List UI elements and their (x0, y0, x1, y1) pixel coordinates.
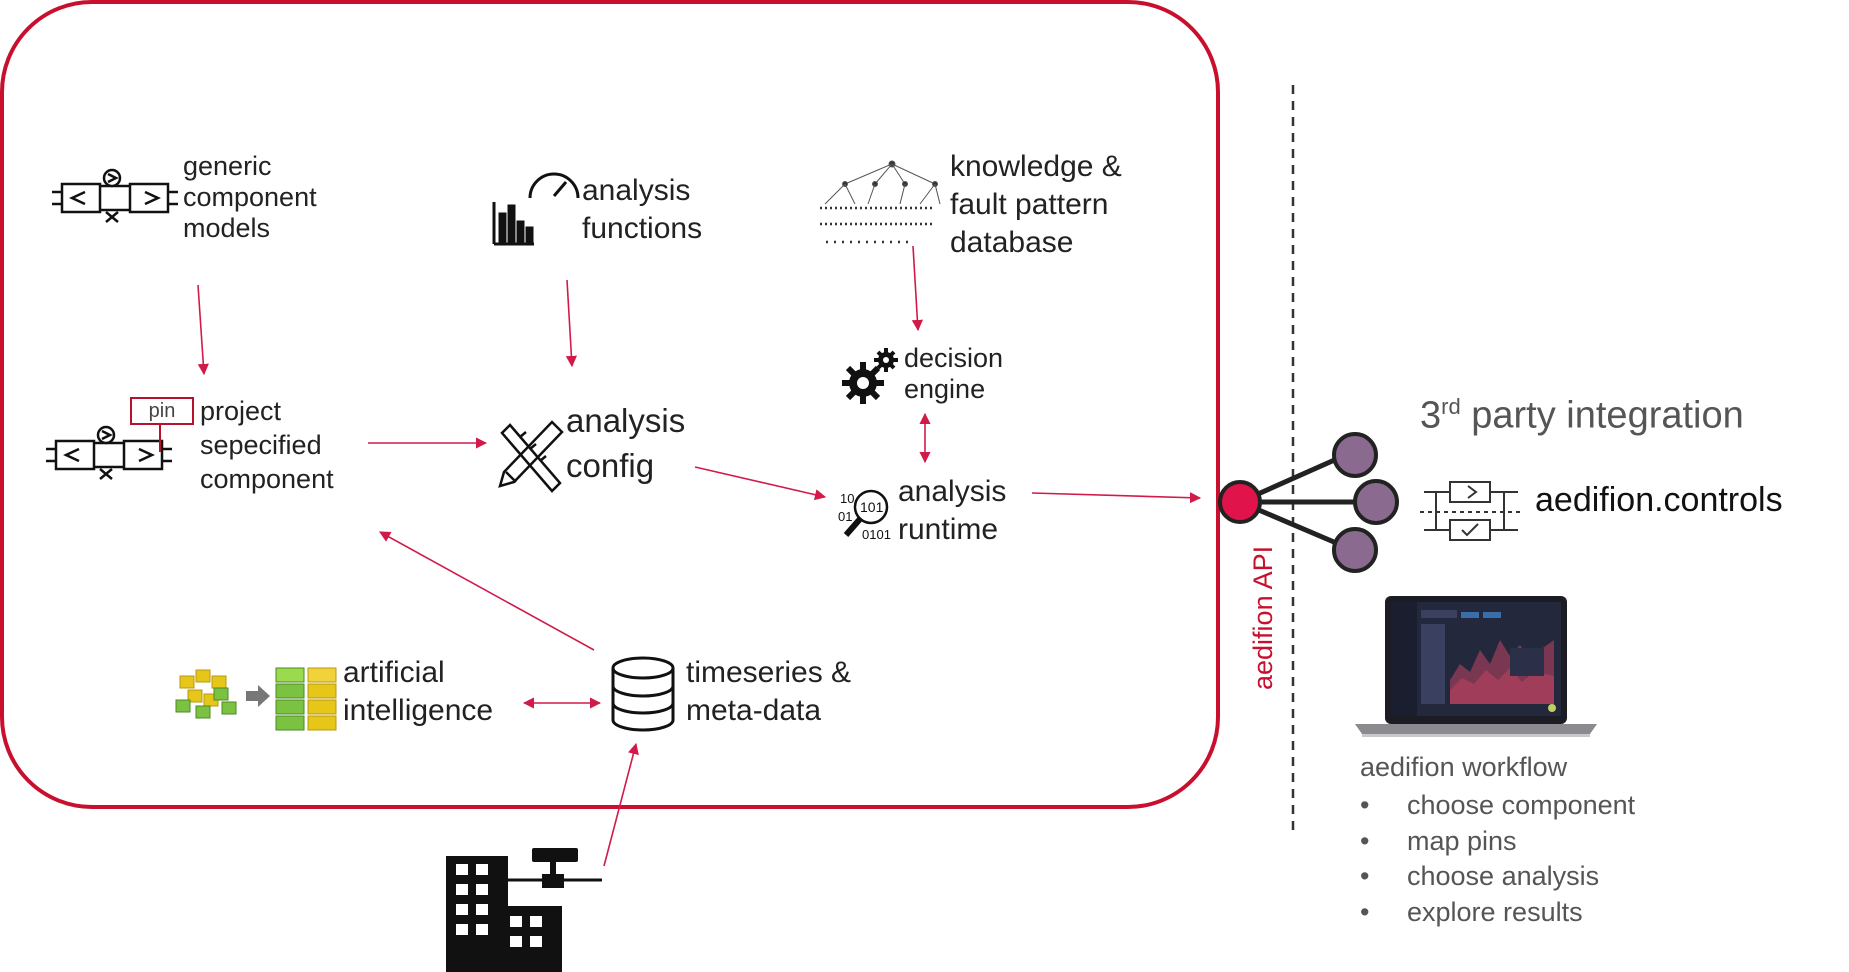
analysis-runtime-label-2: runtime (898, 513, 999, 546)
workflow-step: explore results (1407, 896, 1583, 927)
list-item: • choose component (1360, 788, 1635, 824)
knowledge-db-label-2: fault pattern (950, 188, 1109, 221)
workflow-step: choose analysis (1407, 861, 1600, 891)
workflow-step: choose component (1407, 790, 1636, 820)
api-node-3 (1332, 527, 1378, 573)
analysis-runtime-label-1: analysis (898, 475, 1007, 508)
arrow-config-to-runtime (694, 466, 827, 501)
list-item: • map pins (1360, 824, 1635, 860)
runtime-bit: 0101 (862, 527, 891, 542)
project-component-label-2: sepecified (200, 430, 322, 460)
analysis-config-label-1: analysis (566, 402, 686, 439)
api-label: aedifion API (1248, 545, 1278, 690)
timeseries-label-2: meta-data (686, 694, 822, 727)
runtime-bit: 10 (840, 491, 854, 506)
building-icon (446, 848, 602, 972)
bullet: • (1360, 861, 1370, 891)
bullet: • (1360, 896, 1370, 927)
arrow-functions-to-config (565, 279, 578, 368)
flow-arrows (197, 245, 1202, 867)
generic-models-label-1: generic (183, 151, 272, 181)
generic-models-label-2: component (183, 182, 317, 212)
api-node-2 (1353, 479, 1399, 525)
api-connector (1218, 432, 1399, 573)
knowledge-db-label-3: database (950, 226, 1074, 259)
timeseries-label-1: timeseries & (686, 656, 852, 689)
arrow-building-to-timeseries (603, 742, 639, 867)
analysis-config-label-2: config (566, 447, 655, 484)
decision-engine-label-2: engine (904, 374, 986, 404)
third-party-prefix: 3 (1420, 394, 1442, 437)
ai-label-2: intelligence (343, 694, 494, 727)
analysis-functions-label-2: functions (582, 212, 703, 245)
knowledge-tree-icon (820, 160, 941, 244)
api-hub-node (1218, 480, 1262, 524)
component-model-icon (52, 168, 178, 223)
third-party-sup: rd (1441, 394, 1461, 419)
workflow-title: aedifion workflow (1360, 752, 1568, 782)
project-component-label-1: project (200, 396, 282, 426)
database-icon (611, 656, 675, 732)
runtime-bit: 101 (860, 499, 884, 515)
workflow-step: map pins (1407, 825, 1517, 856)
third-party-rest: party integration (1460, 394, 1744, 437)
gauge-chart-icon (492, 172, 580, 246)
controls-label: aedifion.controls (1535, 481, 1783, 519)
pencil-ruler-icon (498, 420, 564, 493)
project-component-label-3: component (200, 464, 334, 494)
ai-cubes-icon (175, 667, 337, 731)
arrow-db-to-decision (911, 245, 923, 332)
gears-icon (842, 348, 898, 404)
runtime-bit: 01 (838, 509, 852, 524)
platform-boundary (0, 0, 1220, 809)
binary-magnifier-icon (843, 489, 889, 537)
controls-schematic-icon (1420, 481, 1522, 541)
arrow-models-to-project (197, 284, 209, 376)
project-component-icon (46, 425, 172, 480)
pin-box: pin (130, 397, 194, 425)
generic-models-label-3: models (183, 213, 271, 243)
api-node-1 (1332, 432, 1378, 478)
bullet: • (1360, 825, 1370, 856)
laptop-dashboard-icon (1355, 596, 1597, 737)
analysis-functions-label-1: analysis (582, 174, 691, 207)
third-party-heading: 3rd party integration (1420, 394, 1744, 438)
bullet: • (1360, 790, 1370, 820)
decision-engine-label-1: decision (904, 343, 1004, 373)
list-item: • explore results (1360, 895, 1635, 931)
list-item: • choose analysis (1360, 859, 1635, 895)
arrow-timeseries-to-project (379, 531, 595, 651)
ai-label-1: artificial (343, 656, 445, 689)
arrow-runtime-to-api (1031, 492, 1202, 504)
workflow-list: • choose component • map pins • choose anal… (1360, 788, 1635, 930)
knowledge-db-label-1: knowledge & (950, 150, 1122, 183)
